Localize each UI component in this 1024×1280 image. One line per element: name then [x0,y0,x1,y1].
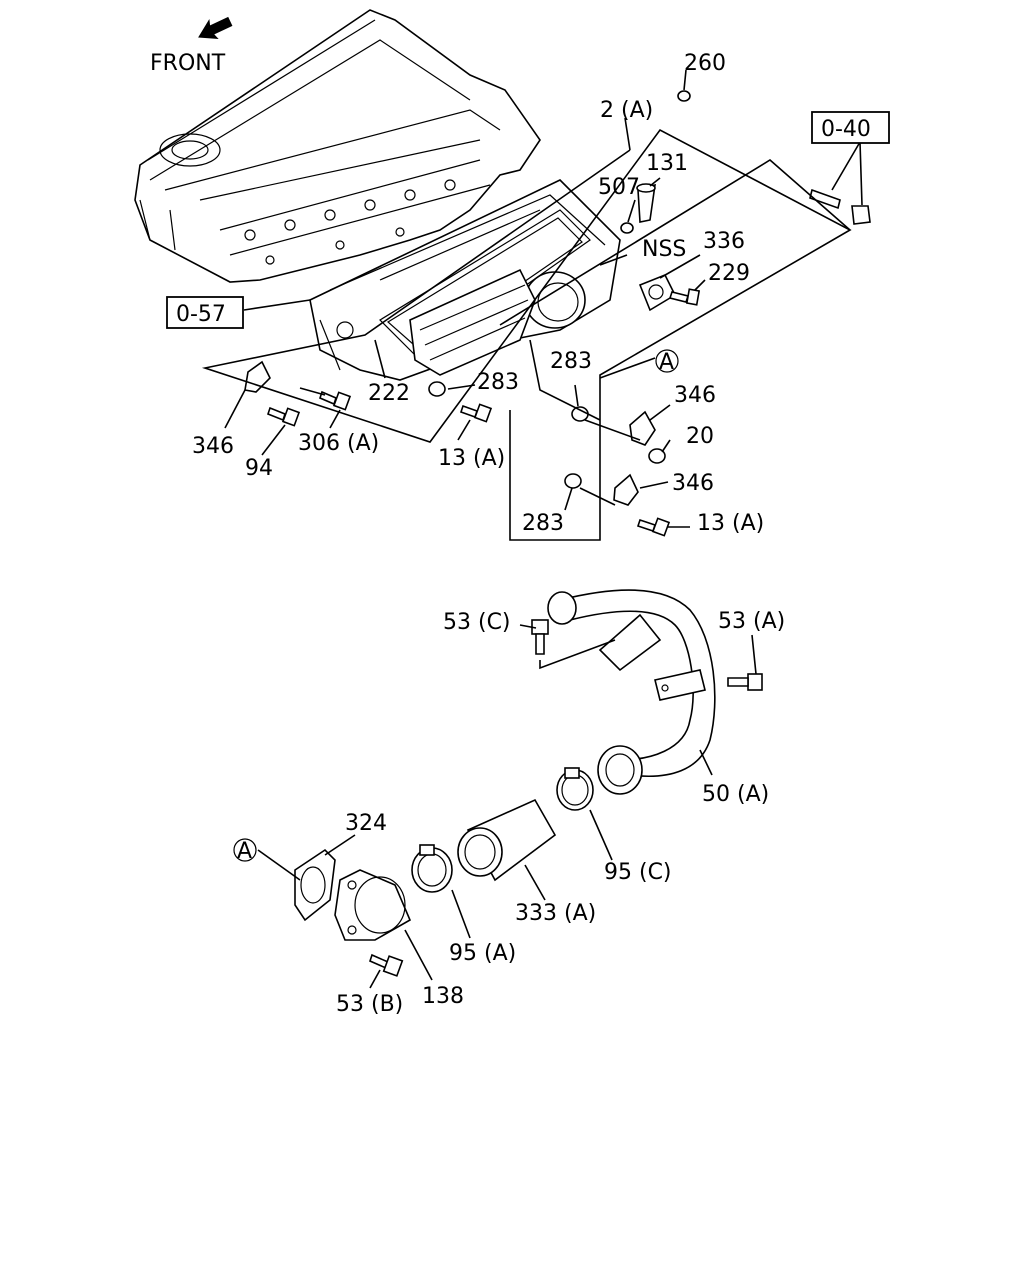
part-label-53a: 53 (A) [718,609,785,634]
oring-507-drawing [620,222,634,234]
part-label-346-left: 346 [192,434,234,459]
part-label-346-right-lower: 346 [672,471,714,496]
part-label-2a: 2 (A) [600,98,653,123]
part-label-283-upper: 283 [477,370,519,395]
front-arrow-icon [198,16,233,39]
part-label-260: 260 [684,51,726,76]
part-label-95a: 95 (A) [449,941,516,966]
gasket-324-drawing [294,848,336,922]
leader-53b [369,969,381,989]
leader-333a [524,864,546,901]
part-label-138: 138 [422,984,464,1009]
ref-box-057: 0-57 [166,296,244,329]
bolt-13a-lower-drawing [636,517,671,537]
part-label-50a: 50 (A) [702,782,769,807]
hose-333a-drawing [457,798,557,882]
marker-a-upper: A [655,349,679,375]
clamp-346-right-lower-drawing [613,473,639,506]
part-label-20: 20 [686,424,714,449]
leader-lines-upper [201,69,863,541]
bolt-13a-upper-drawing [459,403,493,423]
part-label-336: 336 [703,229,745,254]
nut-283-lower-drawing [564,473,582,489]
thermostat-cover-336-drawing [638,273,677,312]
part-label-507: 507 [598,175,640,200]
leader-a-lower [257,849,301,881]
leader-53c [519,624,537,629]
leader-53c-mount [539,639,616,670]
part-label-333a: 333 (A) [515,901,596,926]
leader-53a [751,634,757,675]
part-label-53c: 53 (C) [443,610,511,635]
clamp-346-left-drawing [244,360,271,393]
part-label-94: 94 [245,456,273,481]
nut-283-upper-drawing [428,381,446,397]
cylinder-head-drawing [134,9,541,283]
gasket-drawing [379,209,591,361]
part-label-131: 131 [646,151,688,176]
leader-95a [451,889,471,939]
part-label-nss: NSS [642,237,686,262]
pipe-50a-drawing [547,589,716,795]
bolt-306a-drawing [319,390,352,411]
svg-text:A: A [659,350,674,375]
cooler-element-drawing [409,268,536,376]
flange-138-drawing [334,869,412,941]
part-label-13a-lower: 13 (A) [697,511,764,536]
bolt-53b-drawing [369,953,404,977]
cooler-housing-drawing [309,179,621,381]
part-label-324: 324 [345,811,387,836]
part-label-346-right-upper: 346 [674,383,716,408]
bolt-94-drawing [267,406,301,427]
part-label-283-lower: 283 [522,511,564,536]
bolt-229-drawing [668,288,701,306]
clamp-95c-drawing [556,767,594,811]
part-label-229: 229 [708,261,750,286]
svg-text:0-40: 0-40 [821,117,871,142]
part-label-95c: 95 (C) [604,860,672,885]
leader-50a [699,749,713,776]
marker-a-lower: A [233,838,257,864]
part-label-283-middle: 283 [550,349,592,374]
part-label-222: 222 [368,381,410,406]
clamp-346-right-upper-drawing [629,410,656,446]
clamp-95a-drawing [411,844,453,893]
bolt-53a-drawing [727,673,763,691]
plug-260-drawing [677,90,691,102]
leader-138 [404,929,433,981]
part-label-306a: 306 (A) [298,431,379,456]
part-label-13a-upper: 13 (A) [438,446,505,471]
nut-283-middle-drawing [571,406,589,422]
ref-box-040: 0-40 [811,111,890,144]
svg-text:0-57: 0-57 [176,302,226,327]
front-label: FRONT [150,51,226,76]
leader-95c [589,809,613,861]
part-label-53b: 53 (B) [336,992,403,1017]
leader-324 [324,834,356,856]
nut-20-drawing [648,448,666,464]
svg-text:A: A [237,839,252,864]
bolt-53c-drawing [531,619,549,655]
